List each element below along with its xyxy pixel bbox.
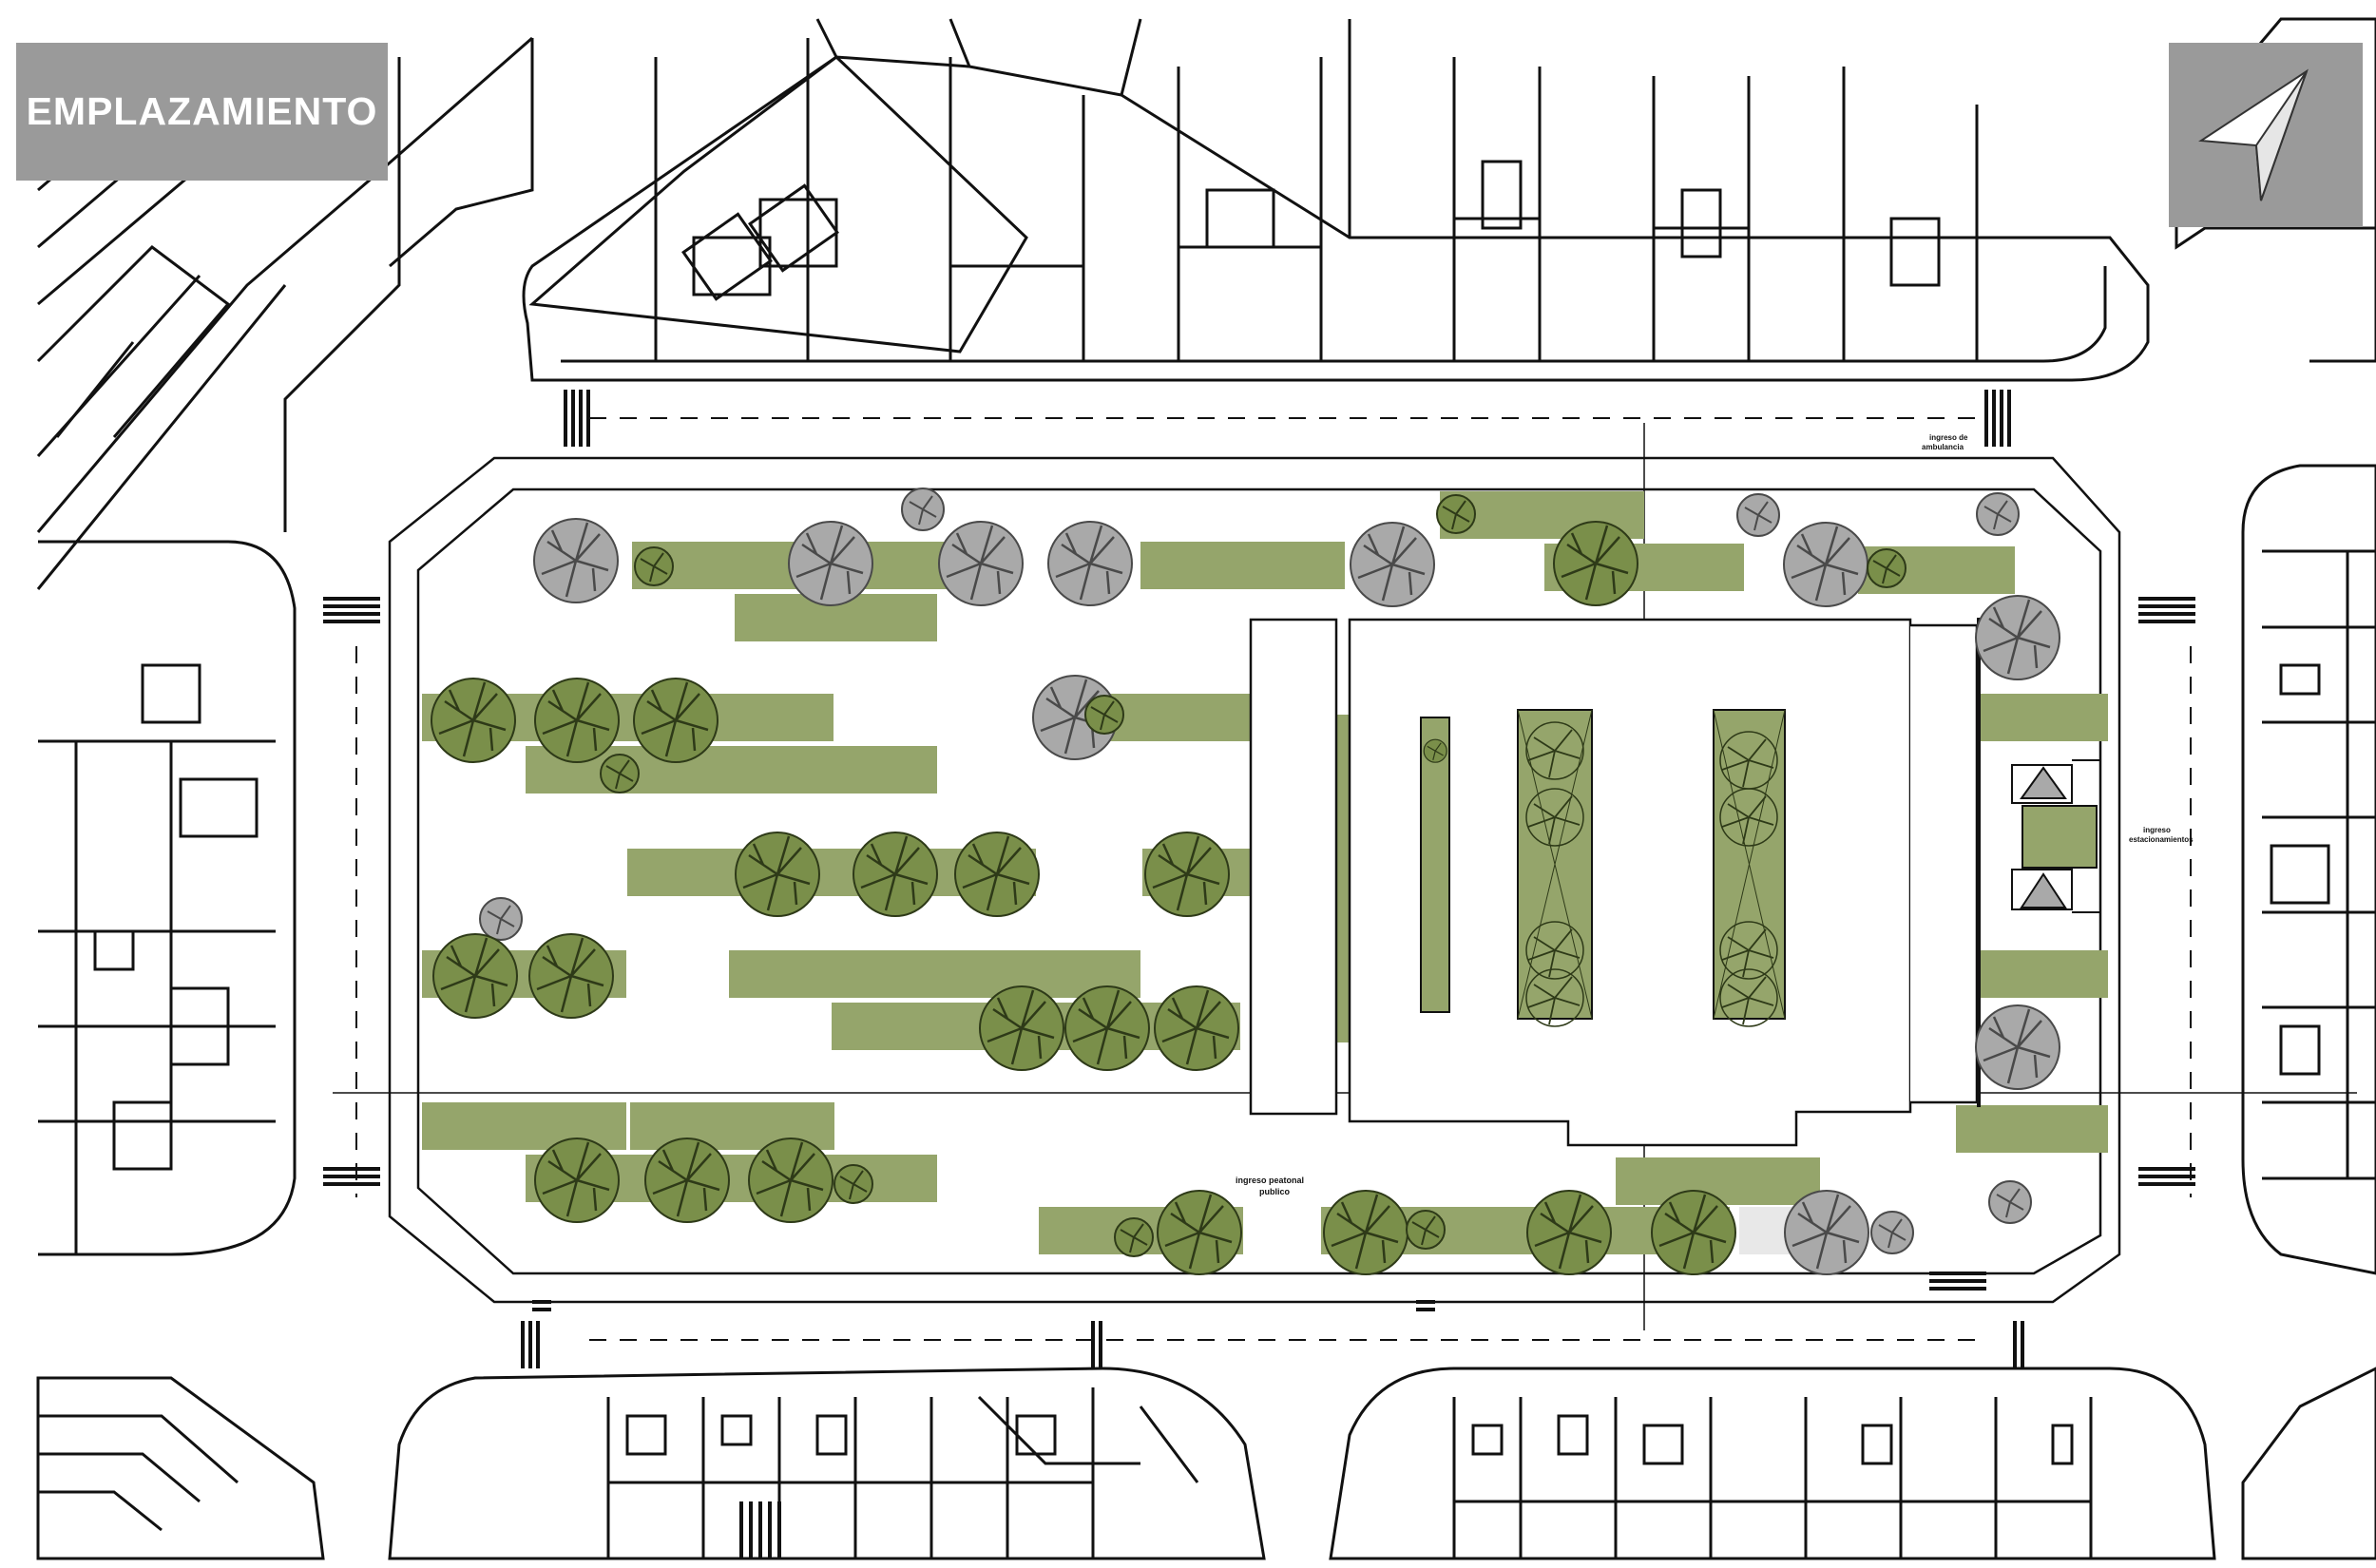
central-building — [1249, 618, 1981, 1147]
svg-text:ingreso: ingreso — [2143, 826, 2171, 834]
parking-entrance-label: ingreso estacionamientos — [2129, 826, 2194, 844]
svg-text:estacionamientos: estacionamientos — [2129, 835, 2194, 844]
svg-text:publico: publico — [1259, 1187, 1290, 1196]
north-box — [2169, 43, 2363, 227]
svg-text:ingreso peatonal: ingreso peatonal — [1236, 1176, 1304, 1185]
parking-ramps — [2011, 759, 2101, 913]
map-title: EMPLAZAMIENTO — [26, 89, 378, 133]
city-blocks — [36, 17, 2376, 1560]
title-box: EMPLAZAMIENTO — [16, 43, 388, 181]
pedestrian-entrance-label: ingreso peatonal publico — [1236, 1176, 1304, 1196]
north-arrow-icon — [2198, 68, 2309, 201]
svg-text:ambulancia: ambulancia — [1922, 443, 1964, 451]
svg-text:ingreso de: ingreso de — [1929, 433, 1968, 442]
ambulance-entrance-label: ingreso de ambulancia — [1922, 433, 1968, 451]
